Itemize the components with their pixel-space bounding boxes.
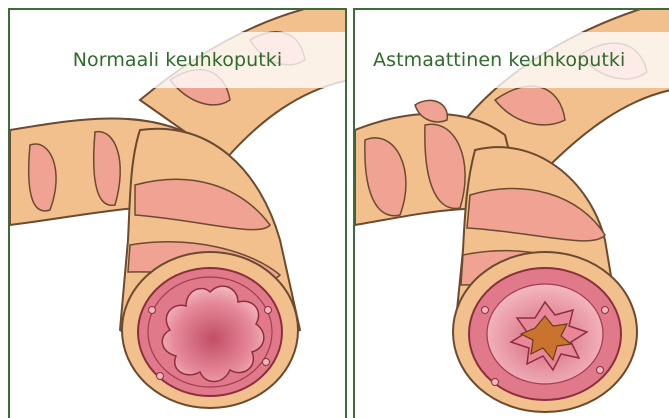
normal-bronchus-caption: Normaali keuhkoputki: [10, 32, 345, 88]
asthmatic-bronchus-caption: Astmaattinen keuhkoputki: [355, 32, 669, 88]
asthmatic-bronchus-panel: Astmaattinen keuhkoputki: [353, 8, 669, 418]
normal-bronchus-panel: Normaali keuhkoputki: [8, 8, 347, 418]
